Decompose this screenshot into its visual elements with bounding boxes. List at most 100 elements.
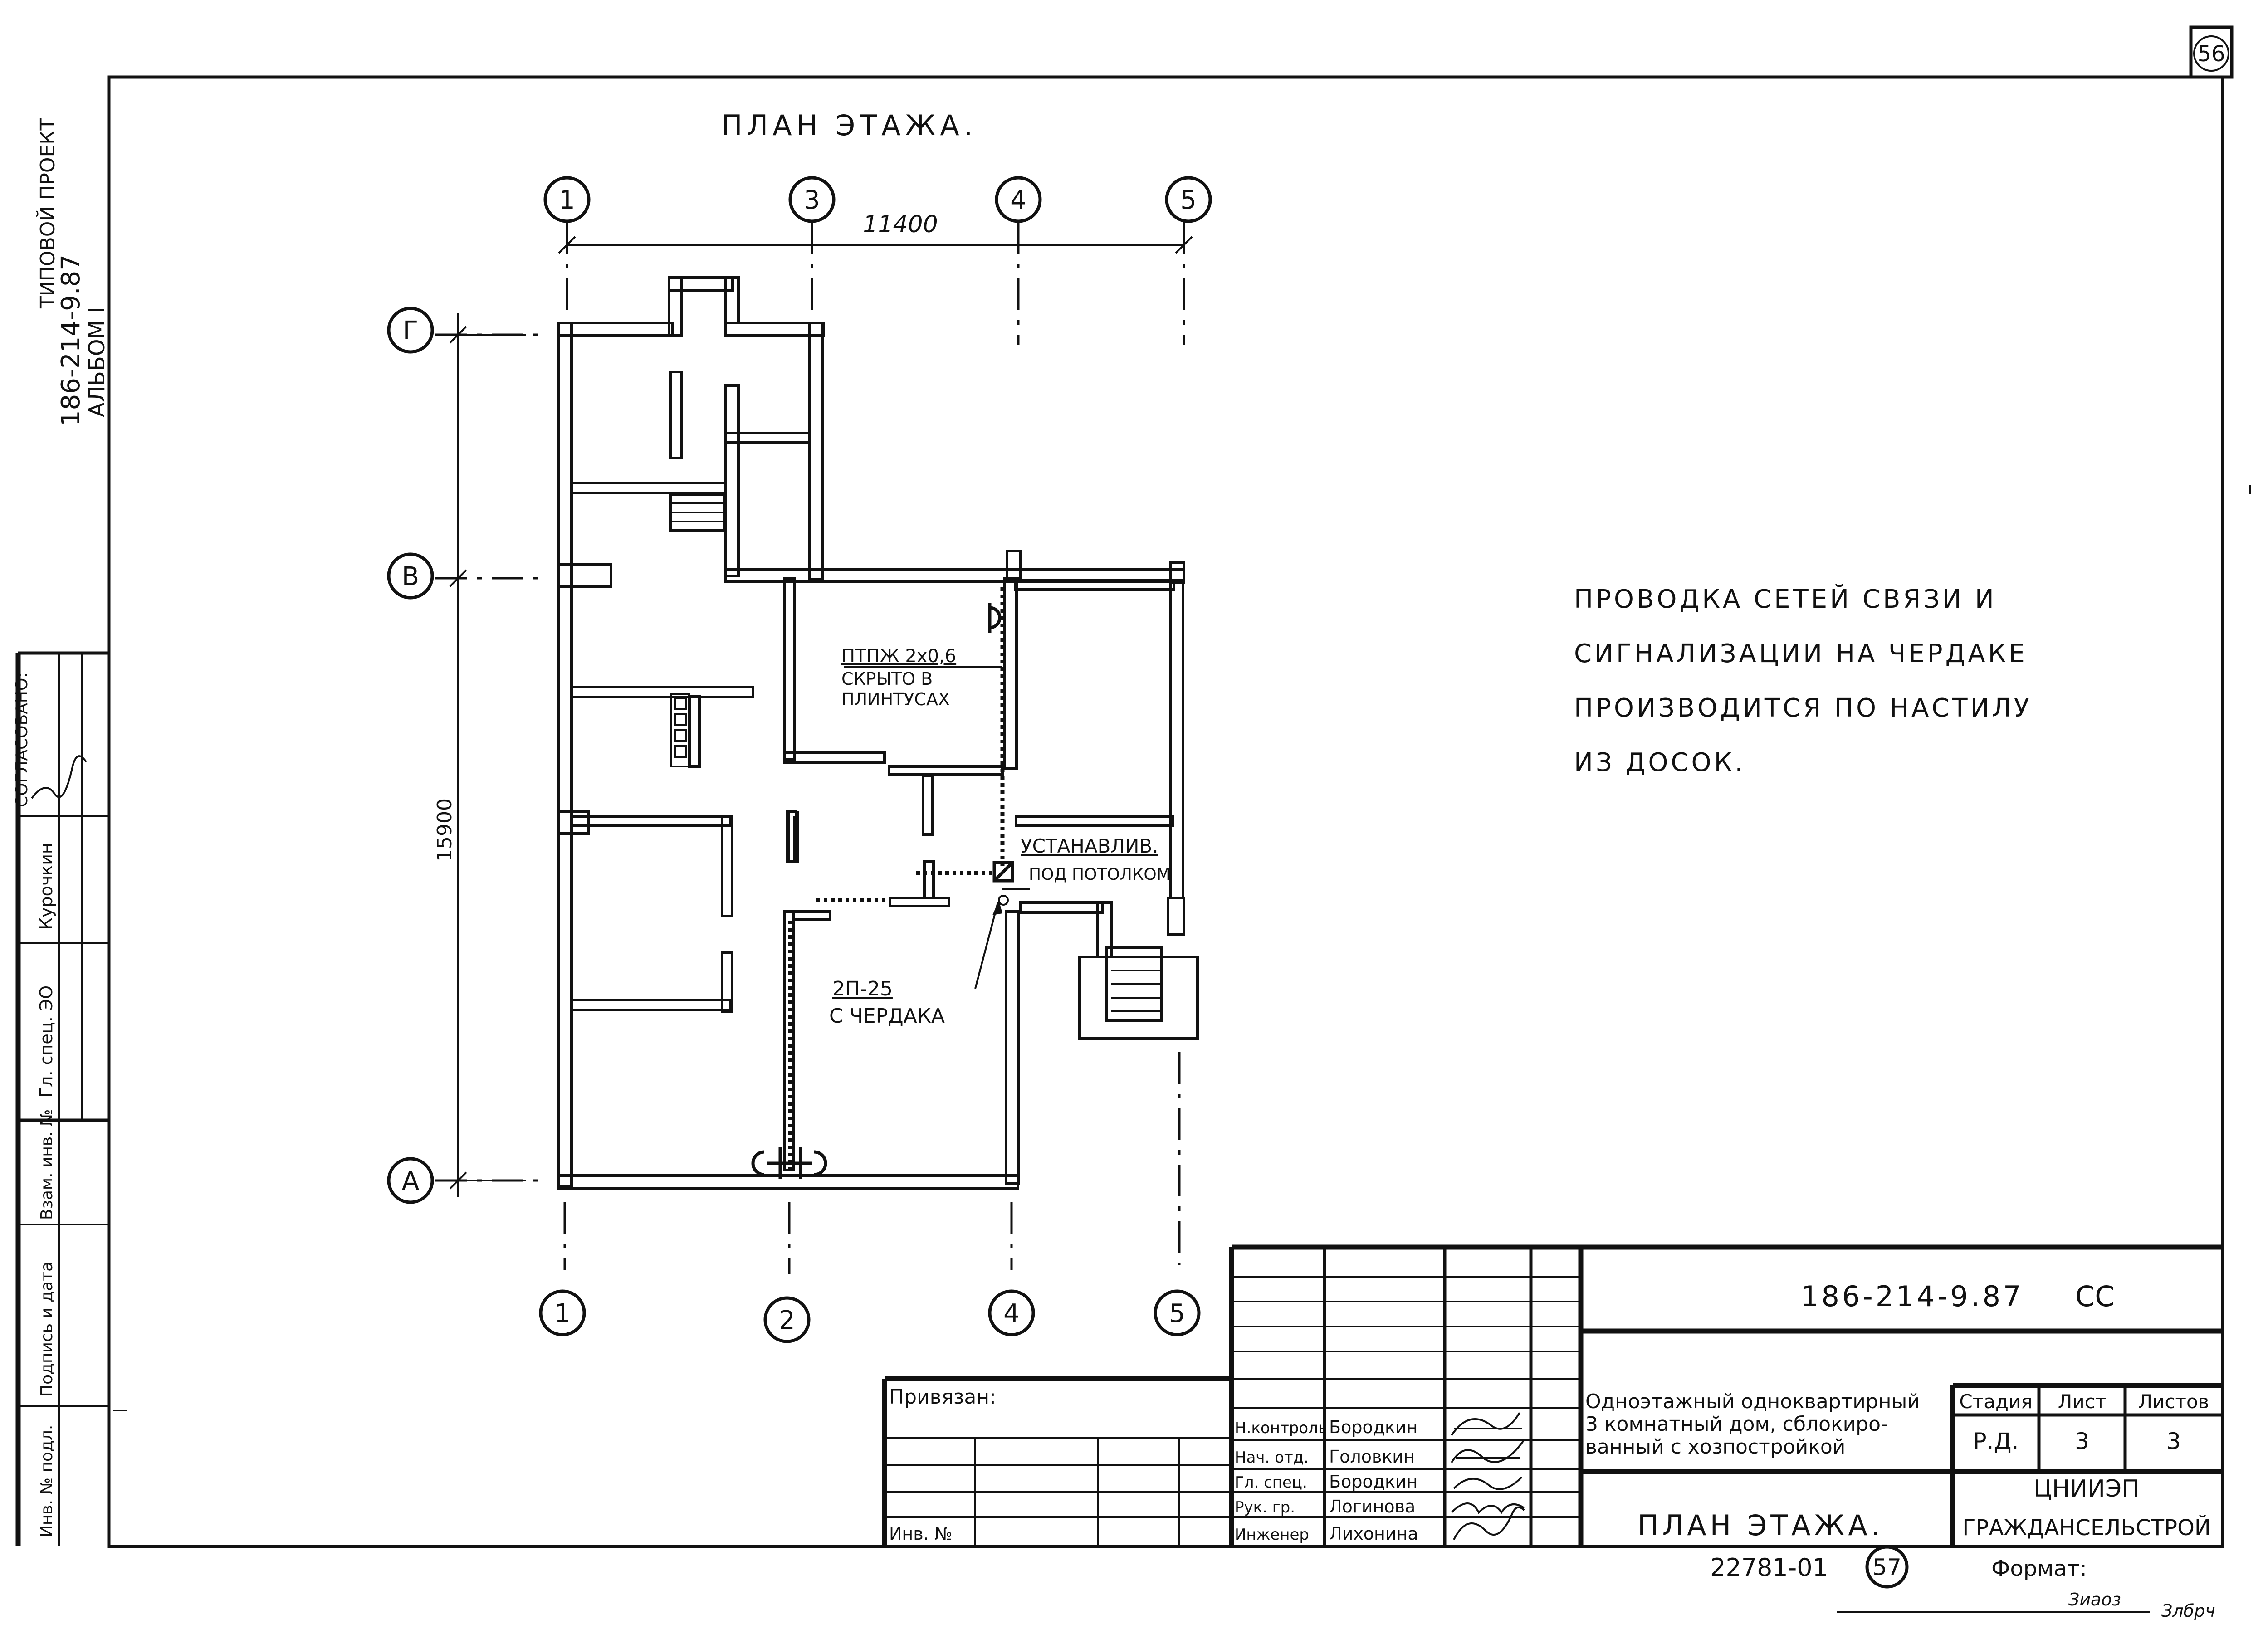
socket-upper xyxy=(989,606,1002,629)
socket-bottom-left xyxy=(751,1150,765,1176)
project-code: 186-214-9.87 xyxy=(56,254,86,426)
project-line1: ТИПОВОЙ ПРОЕКТ xyxy=(35,118,59,309)
sheet-number-circle xyxy=(2193,35,2229,72)
install-label: УСТАНАВЛИВ. xyxy=(1021,835,1158,857)
cable-entry-point xyxy=(998,895,1009,906)
sig-name-5: Лихонина xyxy=(1329,1524,1418,1544)
bound-label: Привязан: xyxy=(889,1385,996,1409)
svg-text:5: 5 xyxy=(1169,1299,1185,1328)
svg-text:4: 4 xyxy=(1010,185,1026,215)
sig-role-1: Н.контроль xyxy=(1235,1419,1327,1437)
svg-text:5: 5 xyxy=(1180,185,1197,215)
general-note: ПРОВОДКА СЕТЕЙ СВЯЗИ И СИГНАЛИЗАЦИИ НА Ч… xyxy=(1574,584,2032,777)
sig-name-2: Головкин xyxy=(1329,1447,1415,1467)
sheet-number: 56 xyxy=(2197,41,2225,67)
inv-repl-label: Взам. инв. № xyxy=(38,1109,56,1220)
axis-marker-bottom-2: 2 xyxy=(763,1296,811,1343)
stage-header: Стадия xyxy=(1959,1390,2032,1413)
svg-text:2: 2 xyxy=(779,1306,795,1335)
junction-box-icon xyxy=(992,861,1014,883)
svg-text:4: 4 xyxy=(1003,1299,1020,1328)
dim-width: 11400 xyxy=(863,211,938,238)
bottom-scribble2: Злбрч xyxy=(2161,1601,2215,1621)
svg-text:А: А xyxy=(402,1166,419,1196)
inv-label: Инв. № xyxy=(889,1524,952,1544)
svg-text:ПРОИЗВОДИТСЯ ПО НАСТИЛУ: ПРОИЗВОДИТСЯ ПО НАСТИЛУ xyxy=(1574,693,2032,723)
spec-name: Курочкин xyxy=(36,843,56,930)
description-line2: 3 комнатный дом, сблокиро- xyxy=(1585,1413,1888,1436)
svg-text:ИЗ ДОСОК.: ИЗ ДОСОК. xyxy=(1574,748,1745,777)
signal-wiring xyxy=(751,587,1030,1179)
spec-role: Гл. спец. ЭО xyxy=(36,985,56,1097)
cable1-label2: СКРЫТО В xyxy=(841,669,933,689)
side-margin: ТИПОВОЙ ПРОЕКТ 186-214-9.87 АЛЬБОМ I СОГ… xyxy=(13,118,110,1546)
leader-arrow-icon xyxy=(992,900,1002,915)
spec-signature xyxy=(31,755,87,799)
axis-marker-top-5: 5 xyxy=(1165,176,1212,223)
axis-marker-bottom-5: 5 xyxy=(1154,1289,1201,1336)
sig-name-1: Бородкин xyxy=(1329,1417,1418,1437)
album-label: АЛЬБОМ I xyxy=(84,307,110,417)
stage-value: Р.Д. xyxy=(1973,1428,2019,1454)
axis-marker-bottom-1: 1 xyxy=(539,1289,586,1336)
inv-orig-label: Инв. № подл. xyxy=(38,1425,56,1537)
project-code-block: 186-214-9.87 xyxy=(1801,1280,2024,1313)
sheets-value: 3 xyxy=(2166,1428,2181,1454)
title-block xyxy=(882,1244,2223,1546)
sheets-header: Листов xyxy=(2138,1390,2209,1413)
org-line2: ГРАЖДАНСЕЛЬСТРОЙ xyxy=(1962,1515,2211,1541)
sig-role-5: Инженер xyxy=(1235,1526,1309,1544)
org-line1: ЦНИИЭП xyxy=(2034,1475,2140,1502)
axis-marker-left-a: А xyxy=(387,1157,434,1204)
signature-mark-5 xyxy=(1453,1506,1525,1540)
page-circle xyxy=(1865,1545,1909,1589)
sig-role-3: Гл. спец. xyxy=(1235,1473,1307,1492)
sig-role-4: Рук. гр. xyxy=(1235,1498,1295,1517)
plan-title: ПЛАН ЭТАЖА. xyxy=(721,109,977,142)
format-label: Формат: xyxy=(1991,1556,2087,1581)
building-walls xyxy=(557,276,1199,1190)
dim-height: 15900 xyxy=(433,798,456,862)
sheet-frame xyxy=(107,75,2224,1548)
sign-date-label: Подпись и дата xyxy=(38,1262,56,1397)
sig-role-2: Нач. отд. xyxy=(1235,1449,1309,1467)
signature-mark-4 xyxy=(1451,1502,1525,1514)
axis-marker-top-1: 1 xyxy=(543,176,591,223)
cable1-label3: ПЛИНТУСАХ xyxy=(841,689,950,709)
axis-marker-left-g: Г xyxy=(387,307,434,354)
cable2-label: 2П-25 xyxy=(832,977,893,1000)
dimension-lines xyxy=(449,236,1193,1197)
signature-mark-3 xyxy=(1453,1476,1523,1490)
sig-name-4: Логинова xyxy=(1329,1497,1415,1517)
description-line3: ванный с хозпостройкой xyxy=(1585,1435,1845,1458)
svg-text:3: 3 xyxy=(804,185,820,215)
bottom-scribble1: Зиаоз xyxy=(2068,1590,2121,1610)
sig-name-3: Бородкин xyxy=(1329,1472,1418,1492)
archive-number: 22781-01 xyxy=(1710,1553,1828,1582)
stair-and-fixtures xyxy=(670,502,1161,1012)
install-label2: ПОД ПОТОЛКОМ xyxy=(1029,865,1171,884)
svg-text:1: 1 xyxy=(559,185,575,215)
axis-marker-top-4: 4 xyxy=(995,176,1042,223)
code-suffix: СС xyxy=(2075,1280,2115,1313)
axis-marker-top-3: 3 xyxy=(788,176,836,223)
axis-marker-left-v: В xyxy=(387,552,434,600)
drawing-name: ПЛАН ЭТАЖА. xyxy=(1637,1509,1883,1542)
sheet-value: 3 xyxy=(2075,1428,2089,1454)
sheet-number-box xyxy=(2189,25,2234,79)
svg-text:В: В xyxy=(402,562,419,591)
axis-marker-bottom-4: 4 xyxy=(988,1289,1035,1336)
signature-rows: Н.контроль Бородкин Нач. отд. Головкин Г… xyxy=(1235,1412,1525,1544)
page-circle-number: 57 xyxy=(1872,1554,1901,1580)
svg-text:ПРОВОДКА СЕТЕЙ СВЯЗИ И: ПРОВОДКА СЕТЕЙ СВЯЗИ И xyxy=(1574,584,1997,614)
cable1-label: ПТПЖ 2х0,6 xyxy=(841,646,956,667)
socket-bottom-right xyxy=(814,1150,827,1176)
sheet-header: Лист xyxy=(2058,1390,2106,1413)
svg-text:СИГНАЛИЗАЦИИ НА ЧЕРДАКЕ: СИГНАЛИЗАЦИИ НА ЧЕРДАКЕ xyxy=(1574,639,2028,668)
svg-text:1: 1 xyxy=(554,1299,571,1328)
cable2-label2: С ЧЕРДАКА xyxy=(829,1005,945,1028)
signature-mark-2 xyxy=(1451,1439,1525,1463)
leader-cable2 xyxy=(974,902,999,989)
